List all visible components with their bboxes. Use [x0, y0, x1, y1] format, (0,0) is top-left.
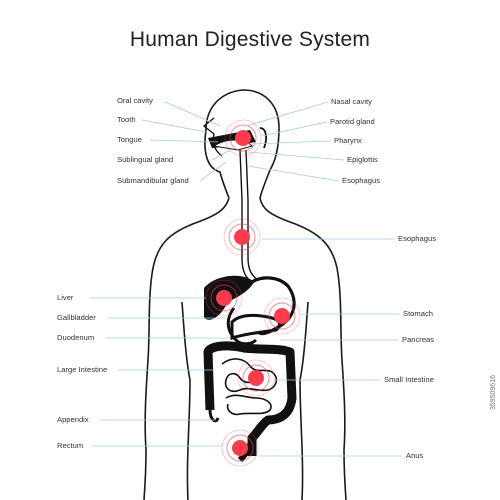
- highlight-liver: [205, 279, 243, 317]
- label-tooth: Tooth: [117, 115, 136, 124]
- label-gallbladder: Gallbladder: [57, 313, 96, 322]
- label-duodenum: Duodenum: [57, 333, 95, 342]
- label-appendix: Appendix: [57, 415, 89, 424]
- label-epiglottis: Epiglottis: [347, 155, 378, 164]
- highlight-small-intestine: [237, 359, 275, 397]
- label-rectum: Rectum: [57, 441, 84, 450]
- label-stomach: Stomach: [403, 309, 433, 318]
- label-anus: Anus: [406, 451, 424, 460]
- label-liver: Liver: [57, 293, 74, 302]
- large-intestine-shape: [203, 341, 297, 456]
- label-submandibular-gland: Submandibular gland: [117, 176, 189, 185]
- arm-inner-left: [181, 301, 191, 500]
- highlight-rectum: [221, 429, 259, 467]
- diagram-title: Human Digestive System: [129, 28, 371, 51]
- duodenum-shape: [226, 307, 258, 346]
- label-oral-cavity: Oral cavity: [117, 96, 153, 105]
- label-tongue: Tongue: [117, 135, 142, 144]
- highlight-stomach: [263, 297, 301, 335]
- label-large-intestine: Large Intestine: [57, 365, 108, 374]
- body-outline: [143, 89, 347, 500]
- label-sublingual-gland: Sublingual gland: [117, 155, 174, 164]
- label-small-intestine: Small Intestine: [384, 375, 434, 384]
- label-nasal-cavity: Nasal cavity: [331, 97, 372, 106]
- label-esophagus-mid: Esophagus: [398, 234, 436, 243]
- arm-inner-right: [299, 301, 309, 500]
- leader-lines: [90, 101, 402, 457]
- highlight-oral: [224, 119, 262, 157]
- label-esophagus-upper: Esophagus: [342, 176, 380, 185]
- small-intestine-shape: [221, 358, 278, 416]
- label-parotid-gland: Parotid gland: [330, 117, 375, 126]
- highlight-esophagus: [223, 218, 261, 256]
- pancreas-shape: [230, 313, 281, 341]
- appendix-shape: [208, 409, 220, 423]
- esophagus-tube: [239, 149, 259, 283]
- label-pharynx: Pharynx: [334, 136, 362, 145]
- ear-shape: [259, 127, 267, 149]
- image-id-credit: 359509616: [490, 374, 497, 410]
- label-pancreas: Pancreas: [402, 335, 435, 344]
